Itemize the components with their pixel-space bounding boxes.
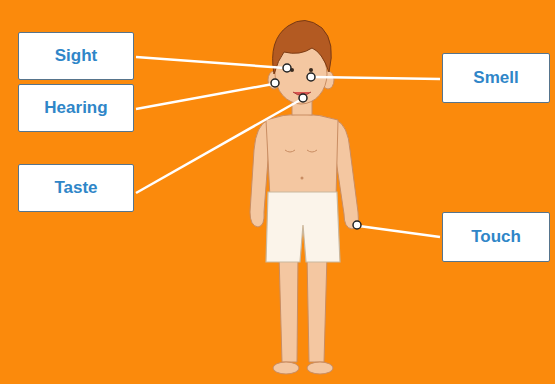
hair [273,20,332,74]
sense-dot [271,79,279,87]
leader-line [136,99,302,193]
left-foot [273,362,299,374]
chest-lines [285,150,317,152]
sense-dot [299,94,307,102]
right-eye [309,68,313,72]
leader-lines [136,57,440,237]
leader-line [136,84,273,109]
sense-label: Hearing [44,98,107,118]
left-leg [279,255,298,362]
shorts [266,192,340,262]
sense-label: Touch [471,227,521,247]
left-arm [250,120,268,227]
sense-dot [307,73,315,81]
right-leg [307,255,327,362]
sense-label-box: Sight [18,32,134,80]
sense-label-box: Taste [18,164,134,212]
navel [301,177,304,180]
right-arm [336,120,358,229]
leader-line [136,57,285,68]
sense-label-box: Hearing [18,84,134,132]
sense-dot [283,64,291,72]
sense-label: Taste [54,178,97,198]
leader-line [313,77,440,79]
sense-dot [353,221,361,229]
sense-label-box: Touch [442,212,550,262]
sense-dots [271,64,361,229]
torso [266,114,338,198]
sense-label: Sight [55,46,98,66]
leader-line [359,226,440,237]
sense-label-box: Smell [442,53,550,103]
sense-label: Smell [473,68,518,88]
right-foot [307,362,333,374]
